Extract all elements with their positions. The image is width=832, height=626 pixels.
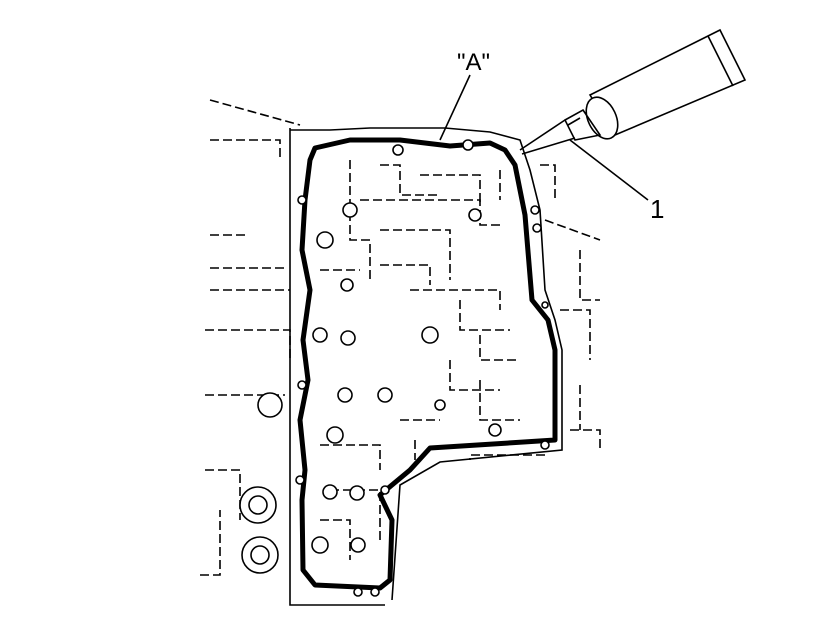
valve-body-bolt-holes <box>295 139 550 597</box>
valve-body-plate-outline <box>290 127 563 601</box>
sealant-tube <box>519 28 747 155</box>
leader-line-a <box>439 74 471 141</box>
housing-bosses-left <box>239 392 283 574</box>
label-sealant-bead-a: "A" <box>457 49 490 76</box>
housing-outline-left <box>200 99 385 606</box>
leader-line-1 <box>569 139 649 201</box>
sealant-bead-path <box>297 137 558 591</box>
valve-body-internal-detail <box>320 160 520 560</box>
label-sealant-tube-1: 1 <box>650 194 664 224</box>
